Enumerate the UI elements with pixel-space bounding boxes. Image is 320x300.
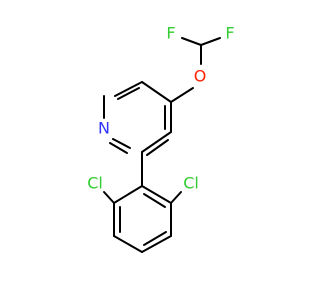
bond-ar4-ar5-double <box>143 231 167 246</box>
bond-cf2-f1 <box>181 37 202 46</box>
chlorine-label-left: Cl <box>87 174 103 193</box>
bond-c4-c5 <box>141 81 172 103</box>
bond-ar6-ar1-double <box>143 193 166 208</box>
molecule-structure: N O F F Cl Cl <box>87 24 235 253</box>
chlorine-label-right: Cl <box>183 174 199 193</box>
atom-labels: N O F F Cl Cl <box>87 24 234 193</box>
nitrogen-label: N <box>98 119 110 138</box>
bond-c5-c6 <box>114 81 143 97</box>
bond-c2-c3 <box>141 131 172 153</box>
bond-ar3-ar4 <box>113 235 143 253</box>
bonds <box>103 37 221 253</box>
fluorine-label-right: F <box>225 24 234 43</box>
bond-n1-c2 <box>112 138 131 149</box>
bond-c4-o <box>170 87 194 103</box>
bond-c5-c6-double <box>117 87 140 100</box>
bond-ar6-ar1 <box>141 185 172 204</box>
fluorine-label-left: F <box>166 24 175 43</box>
bond-ar6-cl2 <box>170 191 182 204</box>
bond-n1-c2-double <box>109 142 128 154</box>
oxygen-label: O <box>194 67 207 86</box>
bond-cf2-f2 <box>200 37 221 46</box>
bond-ar2-cl1 <box>103 191 115 204</box>
bond-c3-c2-double <box>146 139 169 156</box>
bond-ar1-ar2 <box>113 185 143 204</box>
bond-ar4-ar5 <box>141 235 172 253</box>
